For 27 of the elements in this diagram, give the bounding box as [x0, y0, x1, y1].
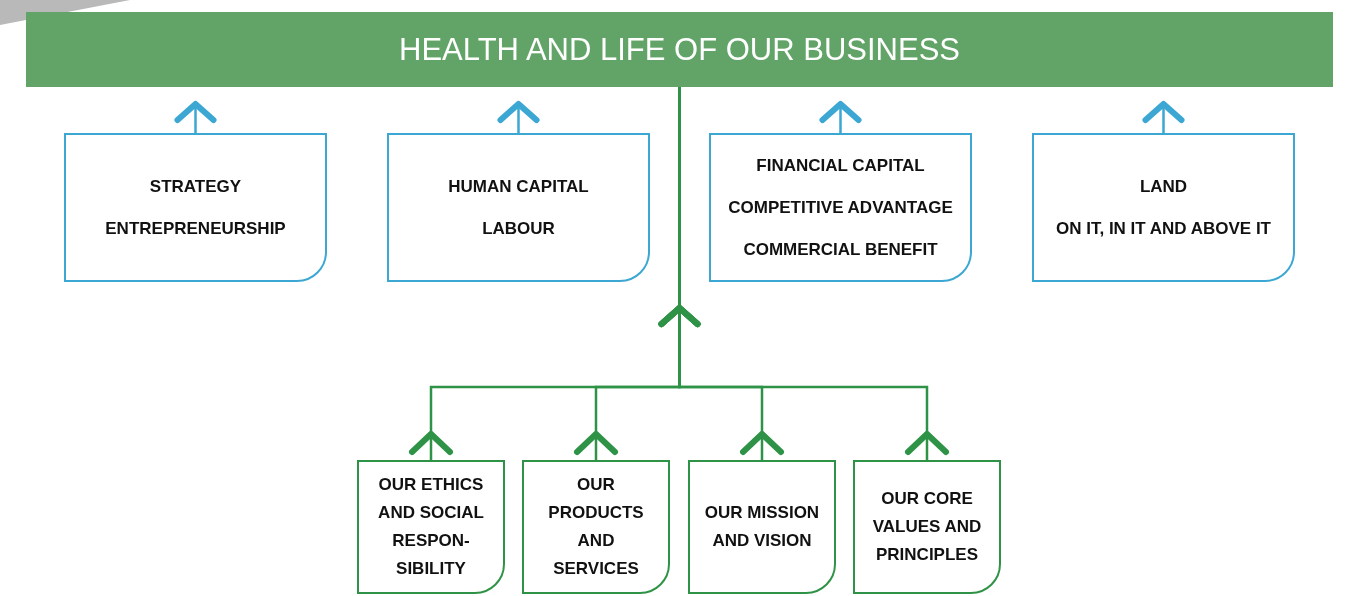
process-box: [709, 133, 972, 282]
process-box: [357, 460, 505, 594]
box-label: LAND: [1139, 176, 1188, 197]
box-label: OUR CORE VALUES AND PRINCIPLES: [871, 488, 983, 566]
chevron-arrow: [174, 101, 217, 133]
process-box: [64, 133, 327, 282]
box-label: COMPETITIVE ADVANTAGE: [728, 197, 953, 218]
box-label: LABOUR: [482, 218, 555, 239]
process-box: [853, 460, 1001, 594]
box-label: ON IT, IN IT AND ABOVE IT: [1056, 218, 1271, 239]
box-label: OUR MISSION AND VISION: [703, 502, 821, 552]
box-label: OUR PRODUCTS AND SERVICES: [547, 474, 645, 580]
box-label: OUR ETHICS AND SOCIAL RESPON- SIBILITY: [377, 474, 485, 580]
title-banner: [26, 12, 1333, 87]
title-text: HEALTH AND LIFE OF OUR BUSINESS: [399, 39, 960, 60]
chevron-arrow: [1142, 101, 1185, 133]
chevron-arrow: [497, 101, 540, 133]
chevron-arrow: [819, 101, 862, 133]
box-label: ENTREPRENEURSHIP: [105, 218, 286, 239]
box-label: FINANCIAL CAPITAL: [756, 155, 925, 176]
box-label: COMMERCIAL BENEFIT: [743, 239, 938, 260]
process-box: [522, 460, 670, 594]
box-label: STRATEGY: [149, 176, 242, 197]
process-box: [688, 460, 836, 594]
process-box: [387, 133, 650, 282]
box-label: HUMAN CAPITAL: [448, 176, 589, 197]
process-box: [1032, 133, 1295, 282]
